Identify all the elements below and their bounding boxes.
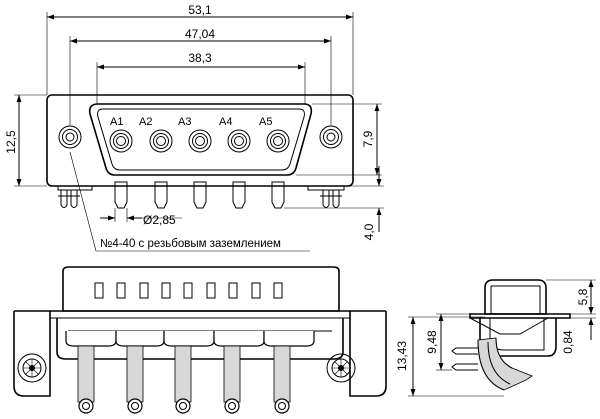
- dimension-flange-height: 12,5: [4, 94, 47, 187]
- dimension-side-offset: 0,84: [561, 300, 596, 354]
- flange: [46, 94, 354, 187]
- mounting-hole-right: [319, 125, 343, 149]
- dimension-side-height: 9,48: [425, 313, 470, 371]
- thread-insert-right: [326, 353, 356, 383]
- side-housing: [484, 279, 547, 315]
- svg-text:0,84: 0,84: [561, 330, 575, 354]
- pin-tails: [114, 181, 285, 209]
- svg-text:7,9: 7,9: [361, 130, 375, 147]
- note-leader: №4-40 с резьбовым заземлением: [69, 151, 310, 252]
- dimension-overall-width: 53,1: [46, 3, 354, 95]
- pin-label-a1: A1: [110, 116, 123, 128]
- square-holes: [94, 282, 283, 299]
- svg-text:38,3: 38,3: [188, 51, 212, 65]
- svg-text:Ø2,85: Ø2,85: [143, 213, 176, 227]
- contact-a3: [188, 129, 212, 153]
- grounding-note: №4-40 с резьбовым заземлением: [100, 238, 281, 250]
- bracket-right: [349, 311, 387, 397]
- pin-label-a5: A5: [259, 116, 272, 128]
- contact-tails: [65, 331, 315, 414]
- contact-a1: [109, 129, 133, 153]
- contact-a5: [266, 129, 290, 153]
- side-flange: [469, 313, 571, 319]
- dimension-pin-diameter: Ø2,85: [100, 208, 182, 227]
- upper-body: [62, 266, 340, 312]
- svg-text:13,43: 13,43: [395, 341, 409, 371]
- side-board-legs: [451, 347, 478, 371]
- contact-a4: [227, 129, 251, 153]
- pin-label-a2: A2: [139, 116, 152, 128]
- board-lock-left: [58, 190, 80, 208]
- dimension-hole-spacing: 47,04: [69, 27, 332, 125]
- front-view: A1 A2 A3 A4 A5 53,: [4, 3, 384, 252]
- insulator-body: [56, 318, 344, 360]
- svg-text:47,04: 47,04: [185, 27, 215, 41]
- dimension-side-total: 13,43: [395, 316, 504, 397]
- svg-text:53,1: 53,1: [188, 3, 212, 17]
- bottom-rail: [57, 186, 345, 191]
- d-shell-inner: [97, 108, 305, 171]
- pin-label-a4: A4: [219, 116, 232, 128]
- dimension-shell-height: 7,9: [296, 103, 382, 176]
- pin-label-a3: A3: [178, 116, 191, 128]
- svg-text:5,8: 5,8: [576, 288, 590, 305]
- board-lock-right: [320, 190, 342, 208]
- svg-text:12,5: 12,5: [4, 130, 18, 154]
- bottom-view: [13, 266, 387, 414]
- side-clip: [469, 317, 549, 335]
- d-shell-outer: [88, 103, 313, 176]
- mounting-hole-left: [58, 125, 82, 149]
- bracket-left: [13, 311, 51, 397]
- dimension-shell-width: 38,3: [96, 51, 306, 104]
- thread-insert-left: [17, 353, 47, 383]
- svg-text:4,0: 4,0: [362, 223, 376, 240]
- side-view: 5,8 0,84 9,48 13,43: [395, 279, 596, 397]
- contact-a2: [149, 129, 173, 153]
- dimension-side-top: 5,8: [546, 279, 596, 315]
- svg-text:9,48: 9,48: [425, 330, 439, 354]
- dimension-pin-length: 4,0: [284, 166, 384, 240]
- bent-tail-outer: [477, 337, 533, 391]
